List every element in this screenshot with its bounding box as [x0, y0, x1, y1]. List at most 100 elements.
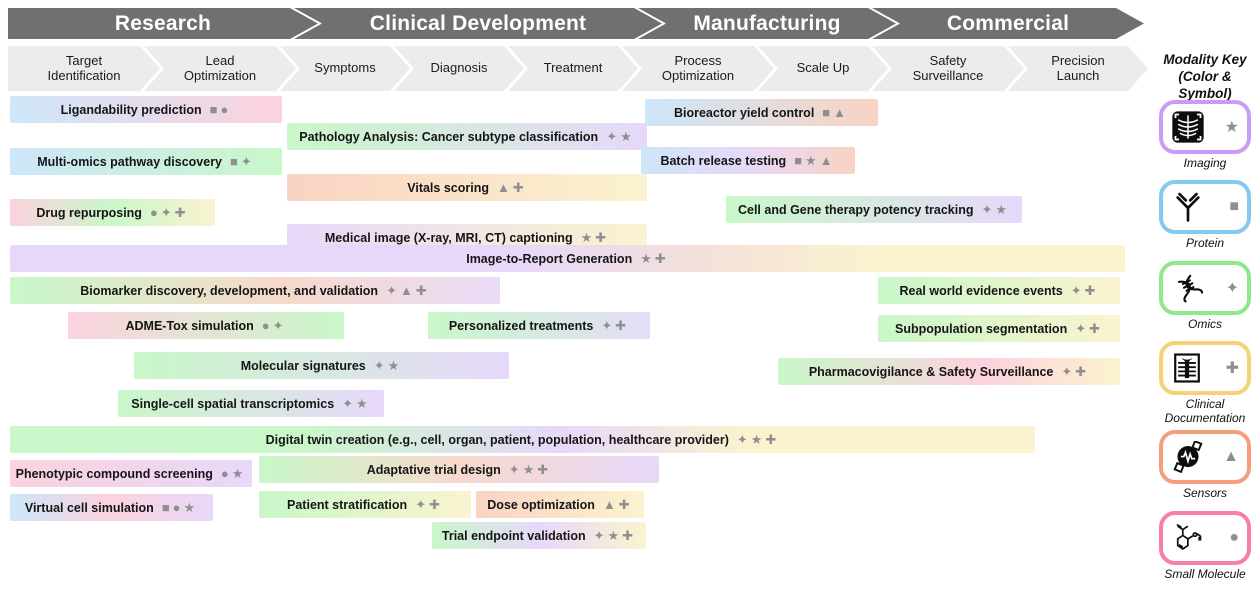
modality-symbols: ●✦ — [261, 317, 287, 333]
modality-symbols: ■▲ — [822, 105, 850, 120]
use-case-bar-batch-release-testing: Batch release testing ■★▲ — [641, 147, 855, 174]
modality-symbol-glyph: ▲ — [1223, 448, 1239, 465]
use-case-label: Single-cell spatial transcriptomics — [131, 396, 335, 411]
use-case-label: Trial endpoint validation — [441, 528, 586, 543]
substage-target-identification: Target Identification — [8, 46, 160, 91]
modality-symbols: ✦★✚ — [508, 461, 552, 477]
modality-symbols: ●★ — [220, 465, 247, 481]
use-case-label: Batch release testing — [660, 153, 787, 168]
modality-symbols: ★✚ — [640, 250, 669, 266]
modality-key-item-omics: ✦ Omics — [1150, 261, 1260, 332]
substage-label: Precision Launch — [1051, 52, 1105, 83]
use-case-label: Cell and Gene therapy potency tracking — [737, 202, 974, 217]
modality-key-box: ■ — [1159, 180, 1251, 234]
stage-label: Research — [114, 11, 212, 35]
substage-label: Lead Optimization — [183, 52, 257, 83]
substage-treatment: Treatment — [508, 46, 638, 91]
modality-key-title-line2: (Color & Symbol) — [1178, 68, 1232, 101]
modality-symbol-glyph: ✚ — [1225, 360, 1239, 377]
use-case-label: Biomarker discovery, development, and va… — [80, 283, 379, 298]
use-case-bar-phenotypic-compound-screening: Phenotypic compound screening ●★ — [10, 460, 252, 487]
modality-key-item-clinical-documentation: ✚ Clinical Documentation — [1150, 341, 1260, 426]
modality-symbols: ✦★ — [342, 395, 371, 411]
dna-icon — [1171, 271, 1207, 305]
use-case-bar-subpopulation-segmentation: Subpopulation segmentation ✦✚ — [878, 315, 1120, 342]
modality-key-label: Protein — [1185, 236, 1225, 250]
use-case-bar-ligandability-prediction: Ligandability prediction■● — [10, 96, 282, 123]
use-case-bar-pharmacovigilance-safety-surveillance: Pharmacovigilance & Safety Surveillance✦… — [778, 358, 1120, 385]
substage-precision-launch: Precision Launch — [1008, 46, 1148, 91]
modality-key-item-protein: ■ Protein — [1150, 180, 1260, 251]
modality-symbols: ✦✚ — [601, 317, 630, 333]
modality-key-title: Modality Key (Color & Symbol) — [1150, 52, 1260, 103]
modality-key-label: Small Molecule — [1164, 567, 1246, 581]
use-case-bar-virtual-cell-simulation: Virtual cell simulation■●★ — [10, 494, 213, 521]
modality-key-item-imaging: ★ Imaging — [1150, 100, 1260, 171]
modality-symbols: ■★▲ — [794, 152, 836, 168]
use-case-bar-molecular-signatures: Molecular signatures✦★ — [134, 352, 509, 379]
modality-symbol-glyph: ■ — [1229, 198, 1239, 215]
stage-label: Commercial — [946, 11, 1070, 35]
use-case-label: Multi-omics pathway discovery — [37, 154, 223, 169]
stage-label: Clinical Development — [369, 11, 587, 35]
modality-symbols: ✦★✚ — [736, 431, 780, 447]
use-case-bar-digital-twin-creation-e-g-cell-organ-pat: Digital twin creation (e.g., cell, organ… — [10, 426, 1035, 453]
modality-symbols: ■✦ — [230, 153, 255, 169]
use-case-bar-drug-repurposing: Drug repurposing ●✦✚ — [10, 199, 215, 226]
modality-symbols: ★✚ — [580, 229, 610, 245]
use-case-bar-image-to-report-generation: Image-to-Report Generation ★✚ — [10, 245, 1125, 272]
use-case-label: Digital twin creation (e.g., cell, organ… — [265, 432, 729, 447]
modality-key-label: Omics — [1188, 317, 1222, 331]
use-case-label: Patient stratification — [287, 497, 408, 512]
use-case-label: Personalized treatments — [448, 318, 594, 333]
modality-symbols: ✦✚ — [1061, 363, 1090, 379]
stage-commercial: Commercial — [872, 8, 1144, 39]
modality-key-box: ★ — [1159, 100, 1251, 154]
use-case-bar-single-cell-spatial-transcriptomics: Single-cell spatial transcriptomics ✦★ — [118, 390, 384, 417]
modality-key-label: Imaging — [1183, 156, 1227, 170]
modality-key-label: Sensors — [1182, 486, 1228, 500]
use-case-label: Adaptative trial design — [366, 462, 501, 477]
modality-symbols: ✦★ — [373, 357, 403, 373]
substage-safety-surveillance: Safety Surveillance — [872, 46, 1024, 91]
substage-label: Process Optimization — [661, 52, 735, 83]
use-case-label: Drug repurposing — [36, 205, 142, 220]
modality-key-item-small-molecule: ● Small Molecule — [1150, 511, 1260, 582]
modality-symbols: ✦▲✚ — [386, 282, 430, 298]
use-case-bar-personalized-treatments: Personalized treatments ✦✚ — [428, 312, 650, 339]
document-icon — [1171, 352, 1203, 384]
modality-key-title-line1: Modality Key — [1163, 52, 1247, 67]
use-case-label: Image-to-Report Generation — [466, 251, 633, 266]
use-case-bar-multi-omics-pathway-discovery: Multi-omics pathway discovery ■✦ — [10, 148, 282, 175]
modality-symbols: ▲✚ — [602, 496, 633, 512]
modality-symbols: ✦★✚ — [593, 527, 637, 543]
substage-lead-optimization: Lead Optimization — [144, 46, 296, 91]
substage-scale-up: Scale Up — [758, 46, 888, 91]
use-case-bar-dose-optimization: Dose optimization▲✚ — [476, 491, 644, 518]
use-case-label: Real world evidence events — [899, 283, 1063, 298]
use-case-bar-cell-and-gene-therapy-potency-tracking: Cell and Gene therapy potency tracking✦★ — [726, 196, 1022, 223]
modality-symbols: ●✦✚ — [149, 204, 189, 220]
substage-process-optimization: Process Optimization — [622, 46, 774, 91]
use-case-label: Bioreactor yield control — [673, 105, 815, 120]
use-case-label: Phenotypic compound screening — [15, 466, 213, 481]
use-case-bar-real-world-evidence-events: Real world evidence events ✦✚ — [878, 277, 1120, 304]
stage-label: Manufacturing — [693, 11, 841, 35]
molecule-icon — [1171, 522, 1203, 554]
modality-symbols: ✦✚ — [1075, 320, 1103, 336]
use-case-label: ADME-Tox simulation — [125, 318, 254, 333]
use-case-bar-trial-endpoint-validation: Trial endpoint validation ✦★✚ — [432, 522, 646, 549]
use-case-label: Subpopulation segmentation — [894, 321, 1068, 336]
modality-symbols: ▲✚ — [496, 179, 527, 195]
stage-manufacturing: Manufacturing — [638, 8, 896, 39]
modality-key-box: ✦ — [1159, 261, 1251, 315]
modality-key-label: Clinical Documentation — [1164, 397, 1246, 425]
use-case-bar-patient-stratification: Patient stratification✦✚ — [259, 491, 471, 518]
use-case-label: Pathology Analysis: Cancer subtype class… — [299, 129, 599, 144]
modality-symbols: ✦✚ — [1070, 282, 1099, 298]
use-case-bar-biomarker-discovery-development-and-vali: Biomarker discovery, development, and va… — [10, 277, 500, 304]
modality-key-box: ● — [1159, 511, 1251, 565]
modality-symbol-glyph: ✦ — [1225, 280, 1239, 297]
